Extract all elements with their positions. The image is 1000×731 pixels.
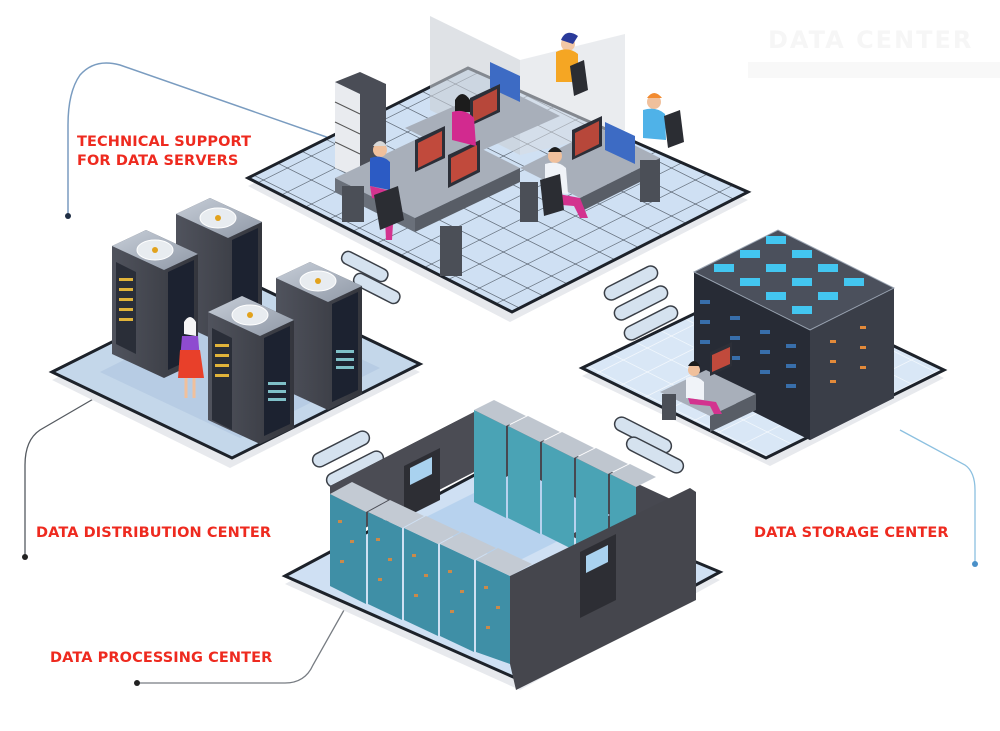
office-chairs [374,60,684,230]
label-distribution: DATA DISTRIBUTION CENTER [36,524,271,543]
watermark-bar [748,62,1000,78]
monitor-icon [415,62,635,188]
label-line: DATA DISTRIBUTION CENTER [36,525,272,541]
connector-distribution [22,397,96,560]
watermark-title: DATA CENTER [768,26,974,54]
connector-processing [134,602,349,686]
label-line: DATA STORAGE CENTER [754,525,949,541]
label-line: FOR DATA SERVERS [77,153,239,169]
technician [178,317,204,398]
processing-rack-row-back [474,400,656,566]
storage-unit-tops [714,236,864,314]
zone-processing [281,400,724,690]
zone-storage [578,229,948,460]
zone-distribution [48,198,424,460]
connector-technical-support [65,62,336,219]
label-technical-support: TECHNICAL SUPPORT FOR DATA SERVERS [77,133,251,171]
processing-rack-row-front [330,482,532,664]
label-line: DATA PROCESSING CENTER [50,650,273,666]
operator [686,361,722,414]
server-rack [208,296,294,444]
connector-storage [899,429,978,567]
walkway-pads [311,250,685,488]
server-rack [276,262,362,410]
label-storage: DATA STORAGE CENTER [754,524,949,543]
zone-technical-support [244,16,752,314]
label-processing: DATA PROCESSING CENTER [50,649,272,668]
label-line: TECHNICAL SUPPORT [77,134,252,150]
